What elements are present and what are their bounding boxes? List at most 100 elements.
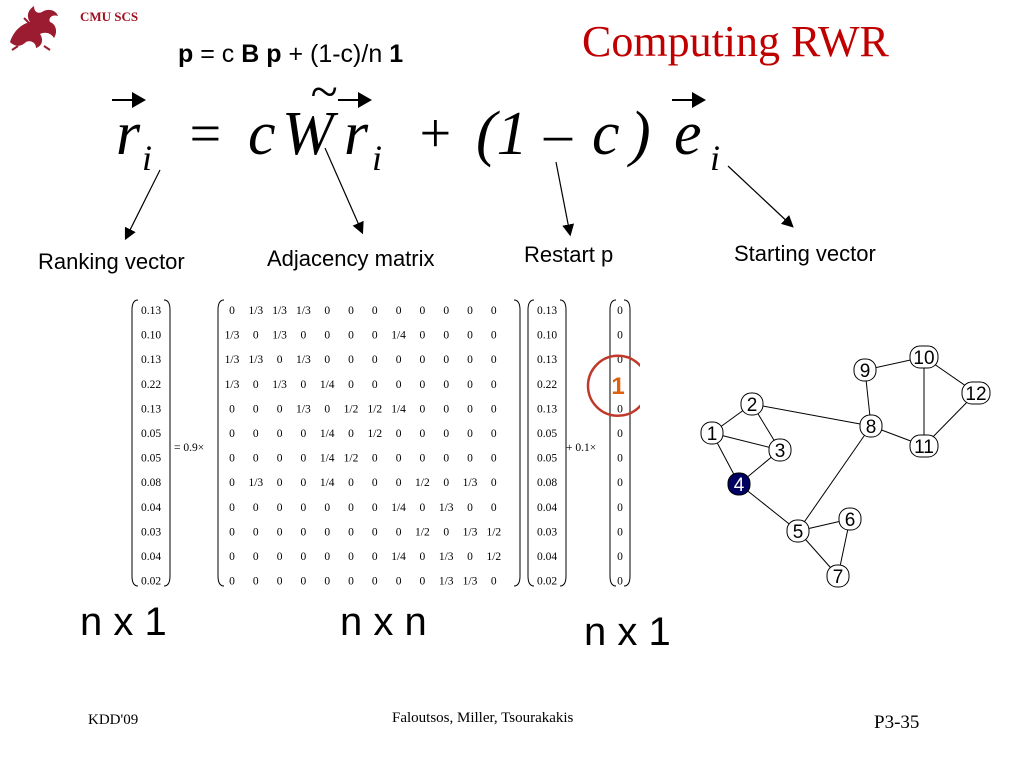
slide-title: Computing RWR: [582, 17, 889, 66]
adjacency-cell: 0: [372, 330, 378, 342]
adjacency-cell: 0: [324, 354, 330, 366]
adjacency-cell: 1/4: [391, 403, 406, 415]
eq-open: (1: [476, 100, 528, 168]
ranking-vector-cell: 0.03: [141, 526, 161, 538]
adjacency-cell: 0: [467, 330, 473, 342]
adjacency-cell: 1/4: [391, 502, 406, 514]
rwr-equation: r i = c W ~ r i + (1 – c ) e i: [112, 86, 720, 178]
graph-node-8: [859, 414, 883, 438]
graph-edge: [751, 403, 872, 427]
adjacency-cell: 0: [277, 526, 283, 538]
adjacency-cell: 0: [348, 428, 354, 440]
eq-tilde: ~: [310, 86, 337, 119]
adjacency-cell: 0: [372, 305, 378, 317]
adjacency-cell: 1/3: [248, 354, 263, 366]
adjacency-cell: 0: [467, 379, 473, 391]
label-restart-p: Restart p: [524, 242, 614, 267]
adjacency-cell: 0: [324, 526, 330, 538]
adjacency-cell: 0: [253, 379, 259, 391]
eq-c: c: [248, 100, 276, 168]
adjacency-cell: 0: [253, 576, 259, 588]
ranking-vector-cell: 0.13: [141, 305, 161, 317]
adjacency-cell: 0: [443, 305, 449, 317]
graph-node-10: [909, 345, 939, 369]
ranking-vector-cell: 0.04: [141, 502, 161, 514]
adjacency-cell: 0: [301, 453, 307, 465]
adjacency-cell: 0: [372, 477, 378, 489]
ranking-vector-cell: 0.13: [141, 354, 161, 366]
matrix-equation: 0.130.100.130.220.130.050.050.080.040.03…: [131, 299, 640, 588]
bracket-right-open: [527, 299, 535, 587]
graph-node-label: 4: [734, 475, 745, 496]
adjacency-cell: 0: [443, 453, 449, 465]
adjacency-cell: 0: [420, 305, 426, 317]
adjacency-cell: 1/2: [415, 477, 430, 489]
bracket-left-open: [131, 299, 139, 587]
adjacency-cell: 1/3: [225, 354, 240, 366]
adjacency-cell: 0: [372, 551, 378, 563]
adjacency-cell: 1/2: [367, 403, 382, 415]
dim-adjacency: n x n: [340, 600, 427, 644]
adjacency-cell: 0: [229, 502, 235, 514]
adjacency-cell: 0: [372, 502, 378, 514]
adjacency-cell: 0: [277, 403, 283, 415]
ranking-vector-right-cell: 0.05: [537, 453, 557, 465]
adjacency-cell: 0: [372, 453, 378, 465]
formula-one: 1: [389, 40, 404, 68]
graph-node-2: [740, 392, 764, 416]
ranking-vector-cell: 0.05: [141, 428, 161, 440]
bracket-left-close: [163, 299, 171, 587]
adjacency-cell: 0: [301, 551, 307, 563]
graph-node-7: [826, 564, 850, 588]
ranking-vector-right-cell: 0.03: [537, 526, 557, 538]
graph-edge: [738, 483, 799, 532]
adjacency-cell: 0: [396, 477, 402, 489]
adjacency-cell: 0: [396, 453, 402, 465]
adjacency-cell: 0: [324, 305, 330, 317]
adjacency-cell: 1/4: [320, 477, 335, 489]
adjacency-cell: 0: [420, 576, 426, 588]
bracket-right-close: [559, 299, 567, 587]
adjacency-cell: 1/3: [272, 305, 287, 317]
starting-vector-cell: 0: [617, 330, 623, 342]
adjacency-cell: 1/3: [439, 502, 454, 514]
adjacency-cell: 0: [301, 502, 307, 514]
adjacency-cell: 0: [491, 502, 497, 514]
starting-vector-cell: 0: [617, 453, 623, 465]
cmu-dragon-logo: [10, 6, 58, 51]
graph-node-label: 6: [845, 510, 856, 531]
adjacency-cell: 1/3: [272, 330, 287, 342]
adjacency-cell: 0: [443, 428, 449, 440]
graph-node-label: 5: [793, 522, 804, 543]
adjacency-cell: 0: [467, 403, 473, 415]
adjacency-cell: 1/3: [439, 551, 454, 563]
adjacency-cell: 0: [277, 428, 283, 440]
eq-plus: +: [416, 103, 454, 165]
adjacency-cell: 0: [420, 502, 426, 514]
graph-node-1: [700, 421, 724, 445]
adjacency-cell: 0: [491, 453, 497, 465]
adjacency-cell: 0: [229, 305, 235, 317]
ranking-vector-cell: 0.10: [141, 330, 161, 342]
footer-venue: KDD'09: [88, 712, 139, 728]
adjacency-cell: 0: [420, 354, 426, 366]
adjacency-cell: 1/2: [415, 526, 430, 538]
adjacency-cell: 0: [301, 576, 307, 588]
adjacency-cell: 1/3: [225, 379, 240, 391]
adjacency-cell: 0: [443, 477, 449, 489]
graph-node-label: 1: [707, 424, 718, 445]
graph-node-label: 12: [965, 384, 986, 405]
adjacency-cell: 0: [443, 403, 449, 415]
adjacency-cell: 1/3: [463, 526, 478, 538]
eq-r-right: r: [344, 100, 369, 168]
ranking-vector-right-cell: 0.22: [537, 379, 557, 391]
adjacency-cell: 0: [301, 379, 307, 391]
adjacency-cell: 0: [443, 526, 449, 538]
ranking-vector-cell: 0.04: [141, 551, 161, 563]
starting-vector-cell: 0: [617, 354, 623, 366]
adjacency-cell: 0: [491, 576, 497, 588]
adjacency-cell: 0: [253, 453, 259, 465]
ranking-vector-right-cell: 0.13: [537, 403, 557, 415]
adjacency-cell: 0: [491, 379, 497, 391]
